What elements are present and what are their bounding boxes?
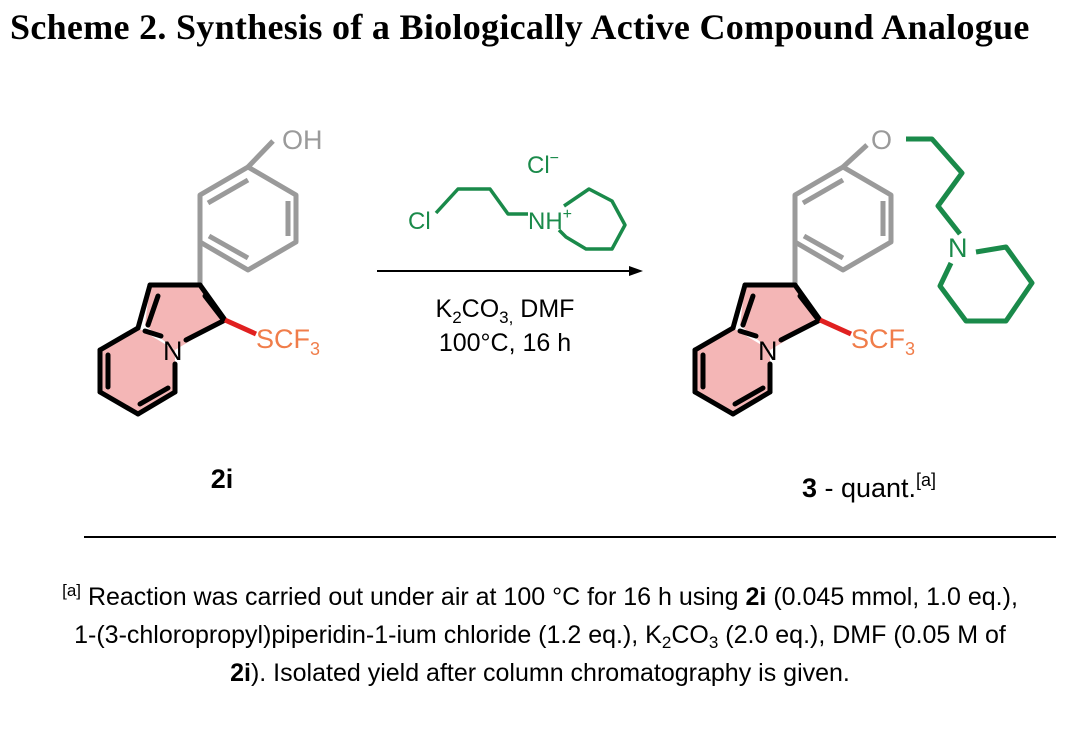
phenol-ring [197,139,299,285]
scheme-title: Scheme 2. Synthesis of a Biologically Ac… [10,7,1030,47]
n-label: N [163,336,183,366]
product-scf3-label: SCF3 [851,324,915,359]
product-indolizine-bonds [692,282,823,417]
nh-label: NH+ [528,206,572,235]
footnote: [a] Reaction was carried out under air a… [62,581,1018,687]
o-label: O [871,125,892,155]
phenyl-ring [792,143,894,285]
product-c-s-bond [818,317,853,337]
piperidine-ring [937,244,1035,324]
chloride-anion: Cl− [527,150,559,179]
propyl-chain [434,187,528,216]
propyl-linker [906,136,965,236]
oh-label: OH [282,125,323,155]
piperidinium-ring [557,187,627,251]
c-s-bond [223,317,258,337]
scf3-label: SCF3 [256,324,320,359]
conditions-line1: K2CO3, DMF [436,295,575,327]
indolizine-bonds [97,282,228,417]
reaction-arrow [377,266,643,276]
conditions-line2: 100°C, 16 h [439,329,571,357]
product-label: 3 - quant.[a] [802,470,936,503]
reactant-label: 2i [211,464,234,494]
product-n-label: N [758,336,778,366]
footnote-marker: [a] [62,581,81,600]
reagent: Cl− Cl NH+ [408,150,627,251]
chain-cl-label: Cl [408,208,431,235]
product-molecule: O N N SCF3 [692,125,1035,417]
reactant-molecule: OH N SCF3 [97,125,323,417]
piperidine-n-label: N [948,233,968,263]
reaction-scheme: OH N SCF3 2i Cl− [84,125,1056,538]
